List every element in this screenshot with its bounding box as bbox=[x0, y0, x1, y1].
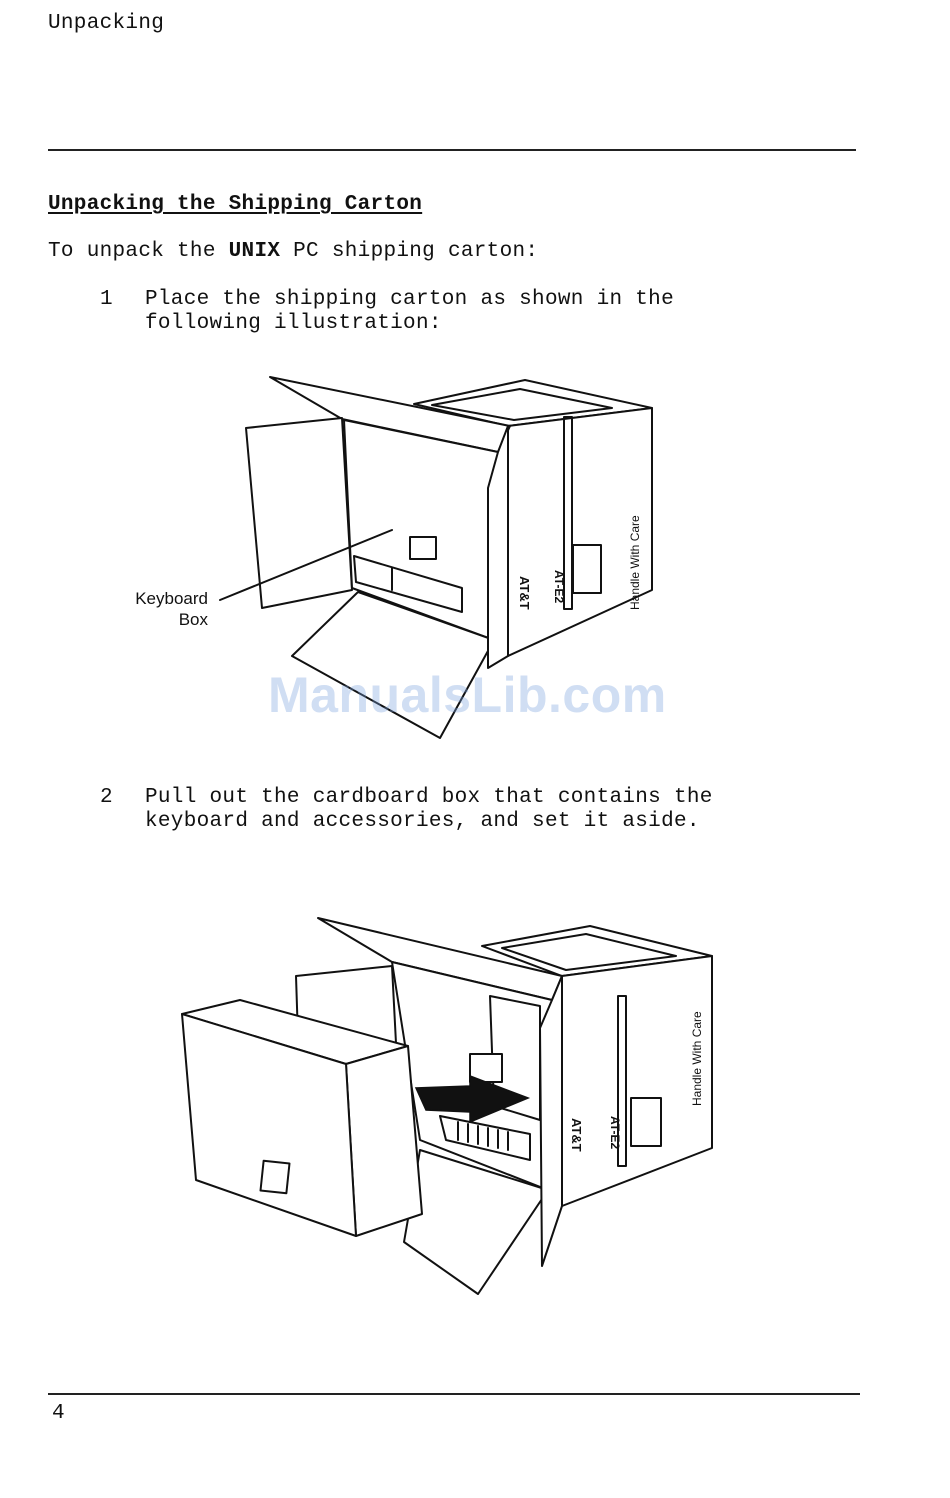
step-text: Place the shipping carton as shown in th… bbox=[145, 288, 674, 335]
section-title: Unpacking the Shipping Carton bbox=[48, 193, 423, 216]
figure2-brand-wrap: AT&T bbox=[566, 1118, 586, 1178]
intro-suffix: PC shipping carton: bbox=[280, 240, 539, 263]
label-strip bbox=[617, 995, 627, 1167]
machine-vents bbox=[457, 1121, 509, 1151]
att-brand-text: AT&T bbox=[569, 1118, 584, 1152]
carton-front-edge bbox=[539, 975, 563, 1267]
keyboard-box-front bbox=[181, 1013, 357, 1237]
carton-front-flap bbox=[291, 591, 495, 739]
box-handle-hole bbox=[409, 536, 437, 560]
intro-unix: UNIX bbox=[228, 240, 281, 263]
callout-line bbox=[219, 529, 393, 601]
box-handle-hole bbox=[259, 1159, 291, 1195]
figure2-code-wrap: AT-E2 bbox=[604, 1116, 624, 1176]
pull-arrow bbox=[414, 1074, 531, 1124]
keyboard-box-side bbox=[345, 1045, 423, 1237]
label-box bbox=[572, 544, 602, 594]
carton-top-flap-panel bbox=[431, 388, 613, 421]
carton-code-text: AT-E2 bbox=[608, 1116, 622, 1150]
carton-front-edge bbox=[487, 425, 509, 669]
keyboard-box-callout: Keyboard Box bbox=[135, 589, 208, 629]
running-header: Unpacking bbox=[48, 12, 165, 35]
intro-prefix: To unpack the bbox=[48, 240, 229, 263]
step-number: 1 bbox=[100, 288, 113, 311]
footer-rule bbox=[48, 1393, 860, 1395]
header-rule bbox=[48, 149, 856, 151]
watermark: ManualsLib.com bbox=[268, 667, 667, 723]
step-number: 2 bbox=[100, 786, 113, 809]
label-box bbox=[630, 1097, 662, 1147]
label-strip bbox=[563, 416, 573, 610]
page-number: 4 bbox=[52, 1402, 65, 1425]
keyboard-box bbox=[353, 555, 463, 613]
handle-with-care-text: Handle With Care bbox=[690, 1011, 704, 1106]
carton-left-flap bbox=[245, 417, 353, 609]
intro-paragraph: To unpack the UNIX PC shipping carton: bbox=[48, 240, 538, 263]
figure2-side-text-wrap: Handle With Care bbox=[690, 1000, 710, 1120]
step-text: Pull out the cardboard box that contains… bbox=[145, 786, 713, 833]
